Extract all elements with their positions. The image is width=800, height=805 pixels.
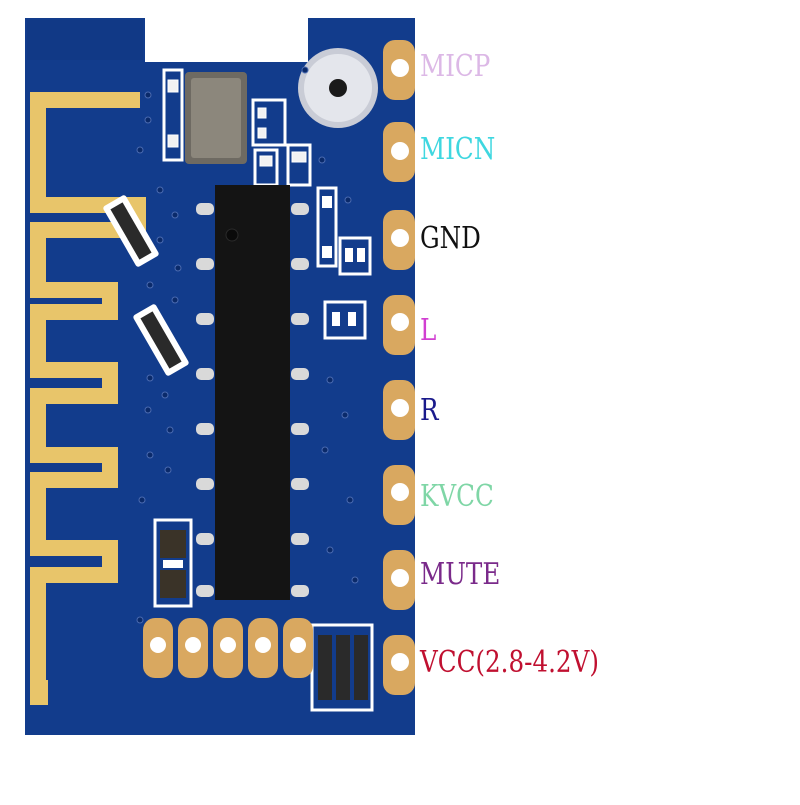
pin-label-micp: MICP [420, 49, 491, 84]
vias [136, 66, 359, 624]
smd-components-bottom-right [310, 623, 374, 712]
edge-pads-right [383, 40, 415, 695]
pin-label-l: L [420, 313, 437, 348]
smd-components-right [316, 186, 372, 340]
angled-resistors [103, 195, 189, 376]
pin-label-gnd: GND [420, 221, 481, 256]
pin-label-mute: MUTE [420, 557, 501, 592]
pin-label-micn: MICN [420, 132, 496, 167]
smd-components-bottom-left [153, 518, 193, 608]
pin-label-vcc: VCC(2.8-4.2V) [420, 645, 599, 680]
pin-label-r: R [420, 393, 439, 428]
pin-label-kvcc: KVCC [420, 479, 494, 514]
ic-pins [196, 203, 309, 597]
edge-pads-bottom [143, 618, 313, 678]
main-ic-chip [215, 185, 290, 600]
smd-components-top [162, 68, 312, 187]
